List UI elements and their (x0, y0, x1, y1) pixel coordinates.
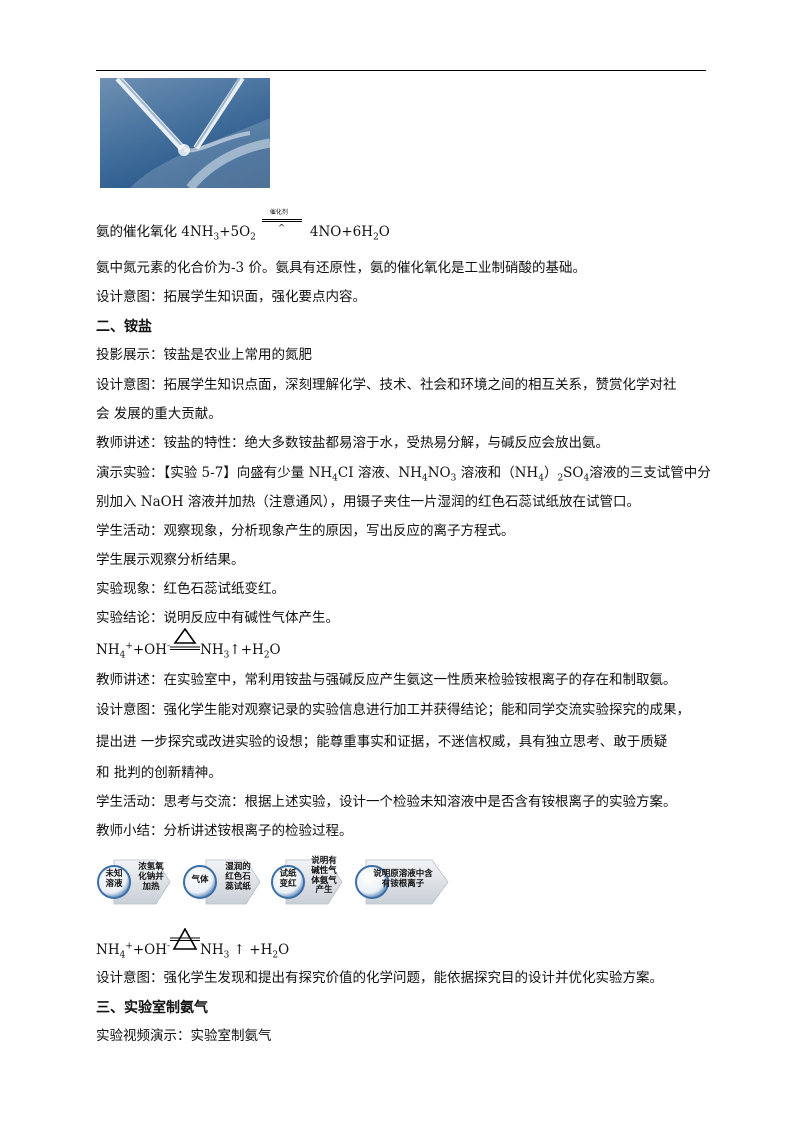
eq-sub: 2 (272, 950, 279, 961)
eq-sup: - (167, 941, 171, 952)
experiment-photo (100, 78, 270, 188)
header-rule (96, 70, 706, 71)
paragraph: 设计意图：强化学生能对观察记录的实验信息进行加工并获得结论；能和同学交流实验探究… (96, 702, 690, 718)
eq-text: O (278, 942, 290, 958)
condition-heat: ^ (277, 224, 286, 234)
paragraph: 教师讲述：铵盐的特性：绝大多数铵盐都易溶于水，受热易分解，与碱反应会放出氨。 (96, 435, 609, 451)
text: 溶液的三支试管中分 (589, 465, 711, 481)
eq-sub: 3 (223, 950, 230, 961)
eq-sup: + (125, 941, 133, 952)
paragraph: 实验现象：红色石蕊试纸变红。 (96, 581, 285, 597)
eq-sub: 2 (250, 232, 256, 243)
eq-sub: 2 (373, 232, 379, 243)
ammonium-test-flowchart: 未知 溶液 浓氢氧 化钠并 加热 气体 湿润的 红色石 蕊试纸 试纸 变红 说明… (96, 852, 456, 912)
eq-text: +OH (132, 942, 168, 958)
eq-text: NH (200, 642, 224, 658)
eq-text: +OH (132, 642, 168, 658)
paragraph: 别加入 NaOH 溶液并加热（注意通风），用镊子夹住一片湿润的红色石蕊试纸放在试… (96, 494, 641, 510)
eq-text: ↑+H (229, 642, 264, 658)
text: 溶液和（NH (456, 465, 539, 481)
paragraph: 设计意图：拓展学生知识点面，深刻理解化学、技术、社会和环境之间的相互关系，赞赏化… (96, 377, 677, 393)
condition-catalyst: 催化剂 (269, 209, 288, 216)
eq-text: O (269, 642, 281, 658)
flow-step-unknown-solution: 未知 溶液 (105, 869, 123, 889)
text: SO (563, 465, 584, 481)
demo-experiment-line: 演示实验：【实验 5-7】向盛有少量 NH4CI 溶液、NH4NO3 溶液和（N… (96, 465, 711, 483)
text: ） (543, 465, 558, 481)
paragraph: 学生活动：思考与交流：根据上述实验，设计一个检验未知溶液中是否含有铵根离子的实验… (96, 794, 677, 810)
ionic-equation-1: NH4++OH-NH3↑+H2O (96, 628, 711, 661)
eq-sub: 4 (119, 950, 126, 961)
paragraph: 学生展示观察分析结果。 (96, 552, 245, 568)
reaction-condition: 催化剂 ^ (260, 209, 306, 236)
heat-delta-icon (170, 628, 201, 654)
paragraph: 设计意图：拓展学生知识面，强化要点内容。 (96, 289, 366, 305)
sub: 4 (421, 473, 428, 484)
eq-text: NH (96, 942, 120, 958)
paragraph: 投影展示：铵盐是农业上常用的氮肥 (96, 347, 312, 363)
eq-sub: 3 (223, 650, 230, 661)
paragraph: 实验视频演示：实验室制氨气 (96, 1028, 272, 1044)
paragraph: 教师小结：分析讲述铵根离子的检验过程。 (96, 823, 353, 839)
eq-text: +5O (219, 224, 251, 240)
eq-text: 氨的催化氧化 4NH (96, 224, 214, 240)
sub: 4 (332, 473, 338, 484)
paragraph: 氨中氮元素的化合价为-3 价。氨具有还原性，氨的催化氧化是工业制硝酸的基础。 (96, 260, 586, 276)
ionic-equation-2: NH4++OH-NH3 ↑ +H2O (96, 928, 711, 961)
paragraph: 会 发展的重大贡献。 (96, 406, 222, 422)
eq-text: ↑ +H (229, 942, 273, 958)
paragraph: 实验结论：说明反应中有碱性气体产生。 (96, 610, 339, 626)
eq-sub: 2 (263, 650, 270, 661)
eq-sub: 3 (213, 232, 220, 243)
heat-delta-icon (170, 928, 201, 954)
eq-text: 4NO+6H (309, 224, 374, 240)
flow-step-naoh-heat: 浓氢氧 化钠并 加热 (138, 862, 164, 892)
eq-sub: 4 (119, 650, 126, 661)
section-heading-3: 三、实验室制氨气 (96, 1000, 208, 1016)
paragraph: 教师讲述：在实验室中，常利用铵盐与强碱反应产生氨这一性质来检验铵根离子的存在和制… (96, 672, 677, 688)
flow-step-litmus-paper: 湿润的 红色石 蕊试纸 (225, 862, 251, 892)
paragraph: 设计意图：强化学生发现和提出有探究价值的化学问题，能依据探究目的设计并优化实验方… (96, 970, 663, 986)
eq-bar (261, 221, 302, 222)
flow-step-conclusion: 说明原溶液中含 有铵根离子 (373, 869, 433, 889)
flow-step-paper-turns-red: 试纸 变红 (279, 869, 297, 889)
eq-text: NH (96, 642, 120, 658)
paragraph: 学生活动：观察现象，分析现象产生的原因，写出反应的离子方程式。 (96, 523, 515, 539)
sub: 4 (583, 473, 590, 484)
sub: 4 (538, 473, 544, 484)
eq-sup: + (125, 641, 133, 652)
text: 演示实验：【实验 5-7】向盛有少量 NH (96, 465, 333, 481)
section-heading-2: 二、铵盐 (96, 319, 152, 335)
text: NO (427, 465, 451, 481)
flow-step-alkaline-gas: 说明有 碱性气 体氨气 产生 (311, 856, 337, 896)
eq-text: NH (200, 942, 224, 958)
eq-sup: - (167, 641, 171, 652)
paragraph: 提出进 一步探究或改进实验的设想；能尊重事实和证据，不迷信权威，具有独立思考、敢… (96, 734, 668, 750)
eq-bar (261, 219, 302, 220)
eq-text: O (378, 224, 390, 240)
sub: 3 (450, 473, 457, 484)
paragraph: 和 批判的创新精神。 (96, 765, 222, 781)
flow-step-gas: 气体 (191, 875, 209, 885)
text: CI 溶液、NH (337, 465, 422, 481)
sub: 2 (557, 473, 564, 484)
